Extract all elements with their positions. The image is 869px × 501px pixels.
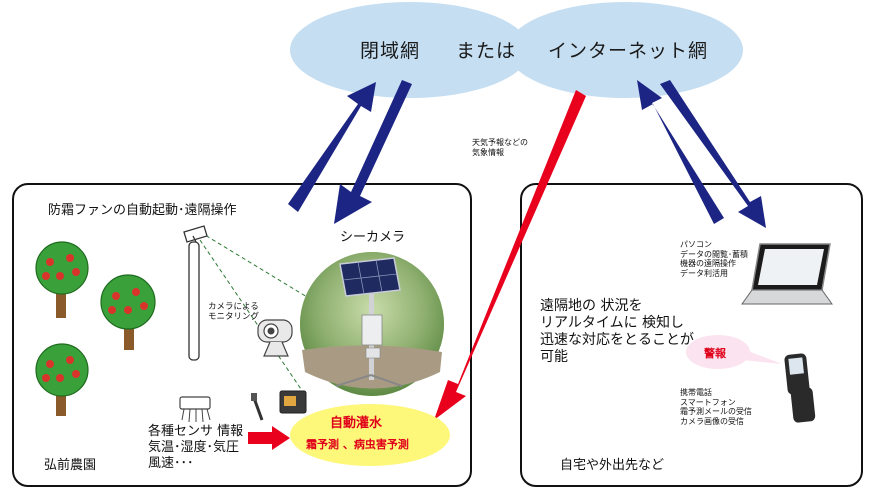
- apple-tree-icon: [35, 343, 89, 416]
- farm-location: 弘前農園: [44, 458, 97, 473]
- cloud-left: [290, 2, 530, 98]
- apple-tree-icon: [100, 274, 156, 350]
- weather-note-line1: 天気予報などの: [472, 138, 528, 147]
- cloud-label-internet: インターネット網: [548, 40, 709, 62]
- monitoring-line-1: [199, 231, 313, 301]
- cloud-right: [507, 2, 743, 98]
- prediction-label: 霜予測 、病虫害予測: [306, 438, 409, 451]
- sensor-device-icon: [279, 390, 307, 414]
- weather-note: 天気予報などの 気象情報: [472, 138, 528, 157]
- monitoring-label: カメラによる モニタリング: [208, 302, 260, 322]
- speech-bubble: [686, 335, 782, 369]
- prediction-highlight: [290, 404, 450, 466]
- monitoring-line-2: [199, 239, 306, 396]
- farm-panel-title: 防霜ファンの自動起動･遠隔操作: [48, 203, 237, 218]
- weather-note-line2: 気象情報: [472, 147, 504, 157]
- apple-tree-icon: [35, 241, 89, 318]
- navy-arrow-up-right: [637, 80, 724, 224]
- red-arrow-weather: [434, 90, 586, 420]
- alert-label: 警報: [704, 347, 726, 360]
- cloud-label-closed-network: 閉域網: [360, 40, 421, 62]
- sensor-info: 各種センサ 情報 気温･湿度･気圧 風速･･･: [148, 424, 244, 471]
- webcam-icon: [257, 319, 293, 357]
- mobile-phone-icon: [784, 353, 816, 423]
- navy-arrow-down-right: [660, 80, 766, 228]
- red-arrow-sensor: [248, 426, 290, 450]
- navy-arrow-down-left: [334, 80, 412, 224]
- camera-label: シーカメラ: [340, 230, 406, 245]
- field-camera-photo: [300, 252, 444, 396]
- laptop-icon: [741, 243, 833, 305]
- sensor-probe-icon: [251, 393, 264, 421]
- pc-info: パソコン データの閲覧･蓄積 機器の遠隔操作 データ利活用: [680, 240, 748, 278]
- phone-info: 携帯電話 スマートフォン 霜予測メールの受信 カメラ画像の受信: [680, 388, 752, 426]
- camera-pole-icon: [183, 225, 208, 361]
- remote-location: 自宅や外出先など: [560, 458, 665, 473]
- sensor-hub-icon: [179, 396, 211, 423]
- cloud-label-or: または: [456, 40, 517, 62]
- navy-arrow-up-left: [288, 82, 376, 212]
- remote-panel: [520, 183, 863, 487]
- auto-irrigation-label: 自動灌水: [330, 416, 383, 431]
- remote-description: 遠隔地の 状況を リアルタイムに 検知し 迅速な対応をとることが 可能: [540, 298, 694, 365]
